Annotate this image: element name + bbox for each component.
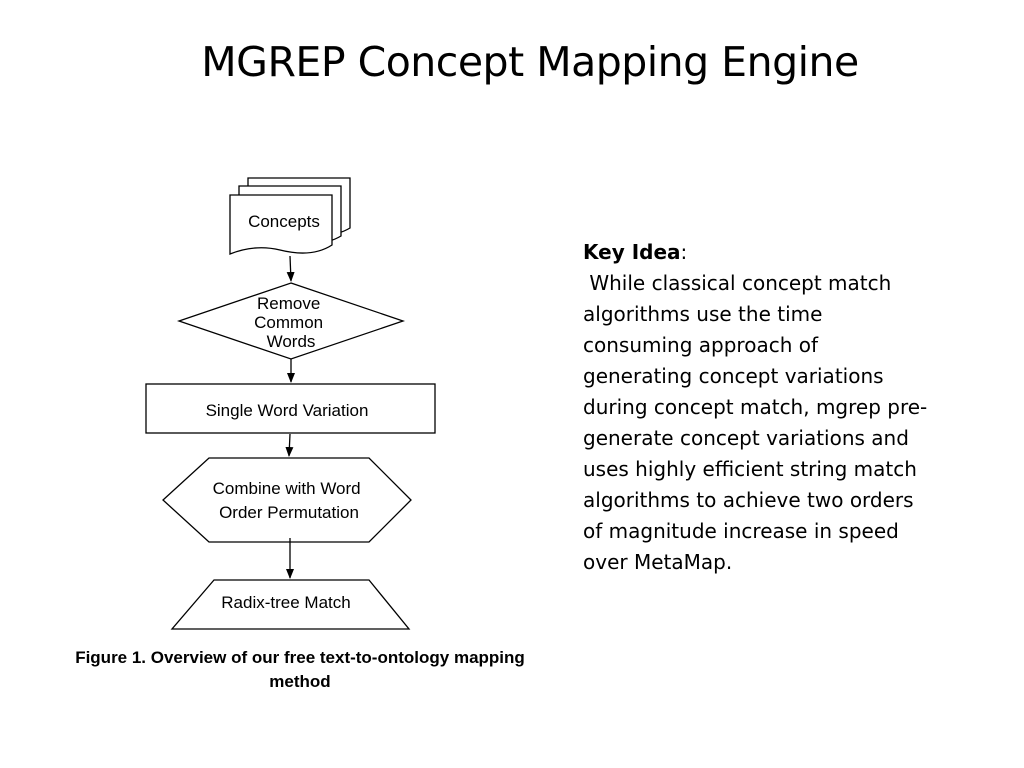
radix-tree-match-trapezoid: Radix-tree Match: [170, 579, 411, 630]
remove-common-words-diamond: Remove Common Words: [176, 282, 406, 360]
concepts-label: Concepts: [248, 212, 320, 231]
radix-tree-match-label: Radix-tree Match: [221, 593, 350, 612]
key-idea-block: Key Idea: While classical concept match …: [583, 237, 933, 578]
arrow-concepts-to-remove: [286, 255, 295, 282]
concepts-documents-shape: Concepts: [229, 177, 351, 255]
remove-common-words-label: Remove Common Words: [254, 294, 328, 351]
key-idea-body: While classical concept match algorithms…: [583, 271, 928, 574]
single-word-variation-box: Single Word Variation: [145, 383, 436, 434]
key-idea-heading: Key Idea: [583, 240, 681, 264]
key-idea-colon: :: [680, 240, 688, 264]
single-word-variation-label: Single Word Variation: [206, 401, 369, 420]
combine-permutation-label: Combine with Word Order Permutation: [213, 479, 366, 522]
combine-permutation-hexagon: Combine with Word Order Permutation: [162, 457, 412, 543]
arrow-single-word-to-combine: [285, 433, 294, 457]
slide-title: MGREP Concept Mapping Engine: [201, 38, 859, 86]
figure-caption: Figure 1. Overview of our free text-to-o…: [75, 648, 525, 691]
